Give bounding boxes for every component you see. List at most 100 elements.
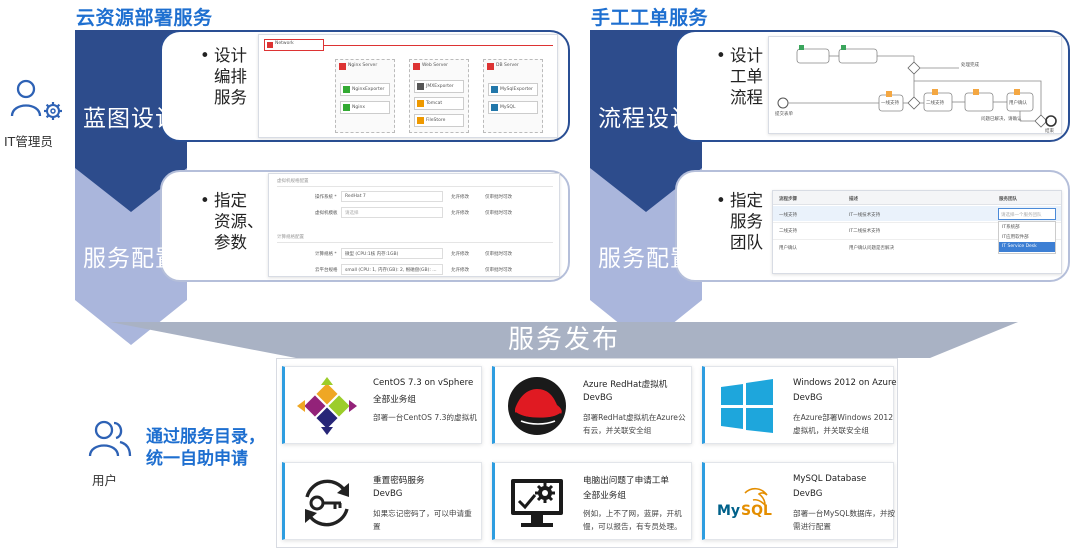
left-column-title: 云资源部署服务 bbox=[76, 7, 213, 29]
end-user-icon bbox=[88, 420, 132, 457]
config-row: 操作系统 * RedHat 7 允许修改 仅审批时可改 bbox=[269, 191, 559, 203]
right-column-title: 手工工单服务 bbox=[591, 7, 709, 29]
card-subtitle: DevBG bbox=[373, 489, 403, 499]
config-chevron-right bbox=[590, 168, 702, 345]
workflow-diagram bbox=[777, 45, 1057, 128]
card-title: 重置密码服务 bbox=[373, 476, 425, 486]
catalog-card-windows[interactable]: Windows 2012 on Azure DevBG 在Azure部署Wind… bbox=[702, 366, 897, 444]
flow-bullet: • 设计 工单 流程 bbox=[716, 46, 763, 107]
card-title: CentOS 7.3 on vSphere bbox=[373, 378, 474, 388]
mysql-logo-icon: My SQL bbox=[717, 487, 772, 519]
catalog-card-redhat[interactable]: Azure RedHat虚拟机 DevBG 部署RedHat虚拟机在Azure公… bbox=[492, 366, 692, 444]
card-subtitle: DevBG bbox=[793, 489, 823, 499]
password-reset-logo-icon bbox=[305, 479, 349, 527]
component-icon bbox=[491, 104, 498, 111]
server-box: DB Server MySqlExporter MySQL bbox=[483, 59, 543, 133]
svg-text:My: My bbox=[717, 503, 740, 519]
config-bullet-left: • 指定 资源、 参数 bbox=[200, 191, 264, 252]
admin-user-icon bbox=[10, 79, 62, 120]
component-icon bbox=[417, 117, 424, 124]
catalog-card-password[interactable]: 重置密码服务 DevBG 如果忘记密码了，可以申请重置 bbox=[282, 462, 482, 540]
server-icon bbox=[487, 63, 494, 70]
release-banner bbox=[110, 322, 1018, 358]
config-bullet-right: • 指定 服务 团队 bbox=[716, 191, 763, 252]
card-title: MySQL Database bbox=[793, 474, 867, 484]
assignee-badge bbox=[973, 89, 979, 95]
centos-logo-icon bbox=[297, 377, 357, 435]
team-config-screenshot: 流程步骤 描述 服务团队 一线支持 IT一线技术支持 二线支持 IT二线技术支持… bbox=[772, 190, 1062, 274]
component-item: MySqlExporter bbox=[488, 83, 538, 96]
redhat-logo-icon bbox=[508, 377, 566, 435]
end-event bbox=[1045, 115, 1057, 127]
catalog-card-mysql[interactable]: My SQL MySQL Database DevBG 部署一台MySQL数据库… bbox=[702, 462, 895, 540]
blueprint-bullet: • 设计 编排 服务 bbox=[200, 46, 247, 107]
gateway bbox=[907, 96, 921, 110]
card-description: 部署RedHat虚拟机在Azure公有云，并关联安全组 bbox=[583, 413, 686, 435]
card-subtitle: DevBG bbox=[583, 393, 613, 403]
component-icon bbox=[491, 86, 498, 93]
start-event bbox=[777, 97, 789, 109]
card-description: 部署一台MySQL数据库，并按需进行配置 bbox=[793, 509, 896, 531]
resource-config-screenshot: 虚拟机规格配置 操作系统 * RedHat 7 允许修改 仅审批时可改 虚拟机模… bbox=[268, 173, 560, 277]
component-item: JMXExporter bbox=[414, 80, 464, 93]
network-icon bbox=[267, 42, 273, 48]
release-label: 服务发布 bbox=[507, 325, 620, 355]
blueprint-screenshot: Network Nginx Server NginxExporter Nginx… bbox=[258, 34, 558, 138]
card-subtitle: DevBG bbox=[793, 393, 823, 403]
windows-logo-icon bbox=[721, 379, 773, 433]
config-row: 计算规格 * 微型 (CPU:1核 内存:1GB) 允许修改 仅审批时可改 bbox=[269, 248, 559, 260]
assignee-badge bbox=[1014, 89, 1020, 95]
workflow-screenshot: 提交表单 一线支持 二线支持 用户确认 结束 处理完成 问题已解决，请确认 bbox=[768, 36, 1062, 134]
select-box bbox=[341, 191, 443, 202]
flow-chevron-right bbox=[590, 30, 702, 222]
blueprint-label: 蓝图设计 bbox=[83, 106, 179, 132]
admin-label: IT管理员 bbox=[4, 134, 53, 149]
catalog-card-centos[interactable]: CentOS 7.3 on vSphere 全部业务组 部署一台CentOS 7… bbox=[282, 366, 482, 444]
select-box bbox=[341, 207, 443, 218]
component-item: Tomcat bbox=[414, 97, 464, 110]
server-box: Web Server JMXExporter Tomcat FileStore bbox=[409, 59, 469, 133]
assignee-badge bbox=[886, 91, 892, 97]
self-service-caption: 通过服务目录， 统一自助申请 bbox=[146, 427, 265, 469]
config-row: 虚拟机模板 请选择 允许修改 仅审批时可改 bbox=[269, 207, 559, 219]
gear-icon bbox=[44, 102, 62, 120]
dropdown-selected bbox=[999, 242, 1055, 252]
task-box bbox=[964, 92, 994, 112]
select-box bbox=[341, 248, 443, 259]
card-subtitle: 全部业务组 bbox=[583, 491, 626, 501]
component-item: FileStore bbox=[414, 114, 464, 127]
task-box bbox=[838, 48, 878, 64]
component-icon bbox=[417, 83, 424, 90]
card-subtitle: 全部业务组 bbox=[373, 395, 416, 405]
end-user-label: 用户 bbox=[92, 473, 118, 488]
select-box bbox=[341, 264, 443, 275]
config-chevron-left bbox=[75, 168, 187, 345]
component-item: MySQL bbox=[488, 101, 538, 114]
table-header bbox=[773, 191, 1061, 205]
server-icon bbox=[339, 63, 346, 70]
network-node: Network bbox=[264, 39, 324, 51]
form-badge bbox=[841, 45, 846, 50]
card-title: Azure RedHat虚拟机 bbox=[583, 380, 668, 390]
gateway bbox=[1034, 114, 1048, 128]
form-badge bbox=[799, 45, 804, 50]
svg-text:SQL: SQL bbox=[741, 503, 772, 519]
computer-repair-logo-icon bbox=[511, 479, 563, 527]
component-item: Nginx bbox=[340, 101, 390, 114]
server-icon bbox=[413, 63, 420, 70]
card-title: 电脑出问题了申请工单 bbox=[583, 476, 669, 486]
blueprint-chevron-left bbox=[75, 30, 187, 222]
card-description: 在Azure部署Windows 2012虚拟机，并关联安全组 bbox=[793, 413, 894, 435]
card-description: 如果忘记密码了，可以申请重置 bbox=[373, 509, 472, 531]
component-icon bbox=[343, 86, 350, 93]
component-item: NginxExporter bbox=[340, 83, 390, 96]
flow-label: 流程设计 bbox=[598, 106, 694, 132]
gateway bbox=[907, 61, 921, 75]
config-label-right: 服务配置 bbox=[598, 246, 694, 272]
catalog-card-pc-repair[interactable]: 电脑出问题了申请工单 全部业务组 例如，上不了网，蓝屏，开机慢，可以报告，有专员… bbox=[492, 462, 692, 540]
server-box: Nginx Server NginxExporter Nginx bbox=[335, 59, 395, 133]
card-description: 例如，上不了网，蓝屏，开机慢，可以报告，有专员处理。 bbox=[583, 509, 682, 531]
config-row: 云平台规格 small (CPU: 1, 内存(GB): 2, 根磁盘(GB):… bbox=[269, 264, 559, 276]
config-label-left: 服务配置 bbox=[83, 246, 179, 272]
